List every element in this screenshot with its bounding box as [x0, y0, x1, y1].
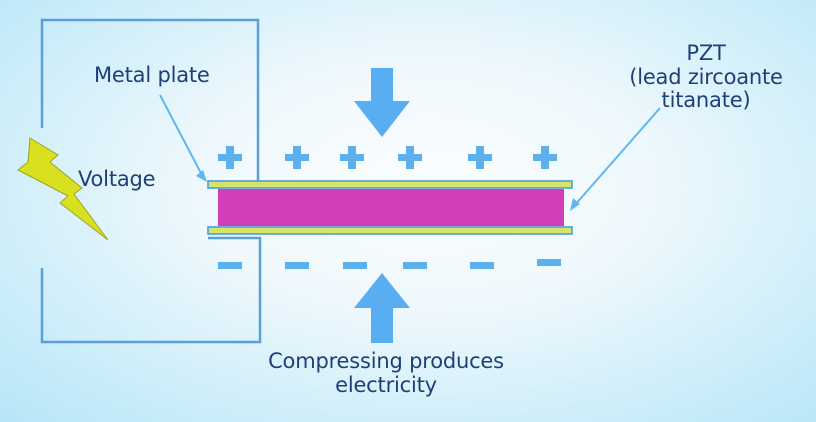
- plus-sign: [218, 146, 242, 169]
- minus-sign: [218, 262, 242, 269]
- minus-sign: [537, 259, 561, 266]
- voltage-label: Voltage: [78, 167, 156, 191]
- metal-plate-label: Metal plate: [94, 63, 210, 87]
- plus-sign: [285, 146, 309, 169]
- arrow-down-icon: [354, 68, 410, 137]
- plus-sign: [398, 146, 422, 169]
- pzt-crystal: [218, 189, 564, 226]
- plus-sign: [468, 146, 492, 169]
- lightning-bolt-icon: [17, 137, 109, 241]
- minus-sign: [470, 262, 494, 269]
- top-metal-plate: [207, 180, 573, 189]
- caption-line1: Compressing produces: [268, 349, 504, 373]
- pzt-label-line2: (lead zircoante: [629, 64, 783, 89]
- plus-sign: [533, 146, 557, 169]
- positive-charges: [218, 146, 557, 169]
- caption: Compressing produces electricity: [236, 349, 536, 397]
- caption-line2: electricity: [335, 372, 437, 397]
- minus-sign: [343, 262, 367, 269]
- pzt-pointer: [570, 107, 661, 211]
- metal-plate-pointer: [159, 94, 207, 182]
- minus-sign: [403, 262, 427, 269]
- pzt-label-line3: titanate): [661, 88, 751, 113]
- bottom-metal-plate: [207, 226, 573, 235]
- plus-sign: [340, 146, 364, 169]
- minus-sign: [285, 262, 309, 269]
- pzt-label: PZT (lead zircoante titanate): [616, 41, 796, 113]
- negative-charges: [218, 259, 561, 269]
- pzt-label-line1: PZT: [686, 41, 726, 65]
- arrow-up-icon: [354, 273, 410, 343]
